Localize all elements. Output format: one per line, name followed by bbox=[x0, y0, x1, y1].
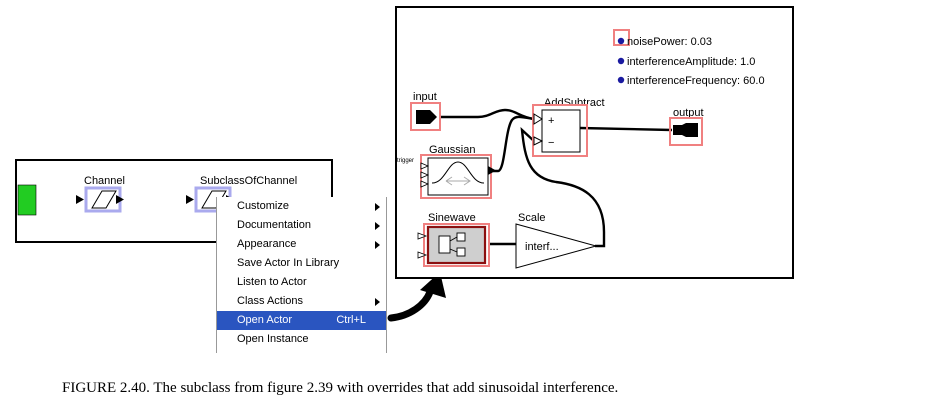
plus-input-port-icon bbox=[533, 113, 543, 125]
menu-item-label: Save Actor In Library bbox=[237, 257, 340, 269]
scale-label: Scale bbox=[518, 212, 546, 224]
channel-output-port-icon bbox=[116, 195, 124, 204]
context-menu: Customize Documentation Appearance Save … bbox=[216, 197, 387, 353]
submenu-arrow-icon bbox=[375, 298, 380, 306]
parameter-dot-icon bbox=[617, 57, 625, 65]
menu-item-label: Documentation bbox=[237, 219, 311, 231]
composite-actor-icon bbox=[438, 232, 466, 257]
menu-item-label: Appearance bbox=[237, 238, 297, 250]
gaussian-output-port-icon bbox=[488, 166, 496, 175]
submenu-arrow-icon bbox=[375, 222, 380, 230]
subclass-input-port-icon bbox=[186, 195, 194, 204]
channel-actor[interactable] bbox=[76, 186, 124, 213]
trigger-label: trigger bbox=[397, 158, 414, 164]
parameter-interference-frequency[interactable]: interferenceFrequency: 60.0 bbox=[627, 75, 765, 87]
menu-item-label: Customize bbox=[237, 200, 289, 212]
plus-sign: + bbox=[548, 115, 554, 127]
channel-label: Channel bbox=[84, 175, 125, 187]
addsubtract-label: AddSubtract bbox=[544, 97, 605, 109]
channel-input-port-icon bbox=[76, 195, 84, 204]
menu-item-save-actor-in-library[interactable]: Save Actor In Library bbox=[217, 254, 386, 273]
sinewave-actor[interactable] bbox=[417, 223, 490, 267]
menu-item-customize[interactable]: Customize bbox=[217, 197, 386, 216]
gaussian-actor[interactable] bbox=[420, 154, 496, 199]
input-label: input bbox=[413, 91, 437, 103]
sinewave-label: Sinewave bbox=[428, 212, 476, 224]
connection-wires bbox=[440, 108, 673, 248]
menu-item-documentation[interactable]: Documentation bbox=[217, 216, 386, 235]
minus-input-port-icon bbox=[533, 136, 544, 146]
parameter-override-highlight bbox=[613, 29, 630, 46]
minus-sign: − bbox=[548, 137, 554, 149]
gaussian-input-port-icon bbox=[420, 180, 430, 188]
submenu-arrow-icon bbox=[375, 203, 380, 211]
trigger-port-icon bbox=[420, 162, 430, 170]
menu-item-class-actions[interactable]: Class Actions bbox=[217, 292, 386, 311]
sinewave-input-port-icon bbox=[417, 251, 428, 259]
input-port[interactable] bbox=[410, 102, 441, 131]
menu-item-appearance[interactable]: Appearance bbox=[217, 235, 386, 254]
menu-item-label: Class Actions bbox=[237, 295, 304, 307]
figure-caption: FIGURE 2.40. The subclass from figure 2.… bbox=[62, 380, 619, 396]
gaussian-label: Gaussian bbox=[429, 144, 475, 156]
menu-item-label: Open Instance bbox=[237, 333, 309, 345]
menu-item-label: Open Actor bbox=[237, 314, 293, 326]
menu-item-label: Listen to Actor bbox=[237, 276, 307, 288]
addsubtract-actor[interactable]: + − bbox=[532, 104, 588, 157]
menu-item-open-instance[interactable]: Open Instance bbox=[217, 330, 386, 349]
gaussian-input-port-icon bbox=[420, 171, 430, 179]
output-port[interactable] bbox=[669, 117, 703, 146]
scale-actor[interactable]: interf... bbox=[515, 223, 598, 269]
sinewave-input-port-icon bbox=[417, 232, 428, 240]
output-label: output bbox=[673, 107, 704, 119]
green-port-icon[interactable] bbox=[17, 184, 37, 216]
output-arrow-icon bbox=[673, 123, 698, 137]
gaussian-curve-icon bbox=[431, 161, 485, 184]
submenu-arrow-icon bbox=[375, 241, 380, 249]
subclass-label: SubclassOfChannel bbox=[200, 175, 297, 187]
input-arrow-icon bbox=[416, 110, 437, 124]
menu-item-shortcut: Ctrl+L bbox=[336, 314, 366, 326]
parameter-noise-power[interactable]: noisePower: 0.03 bbox=[627, 36, 712, 48]
parameter-dot-icon bbox=[617, 37, 625, 45]
gaussian-arrows-icon bbox=[445, 176, 471, 186]
menu-item-open-actor[interactable]: Open Actor Ctrl+L bbox=[217, 311, 386, 330]
parameter-interference-amplitude[interactable]: interferenceAmplitude: 1.0 bbox=[627, 56, 755, 68]
scale-factor-value: interf... bbox=[525, 241, 559, 253]
parameter-dot-icon bbox=[617, 76, 625, 84]
menu-item-listen-to-actor[interactable]: Listen to Actor bbox=[217, 273, 386, 292]
